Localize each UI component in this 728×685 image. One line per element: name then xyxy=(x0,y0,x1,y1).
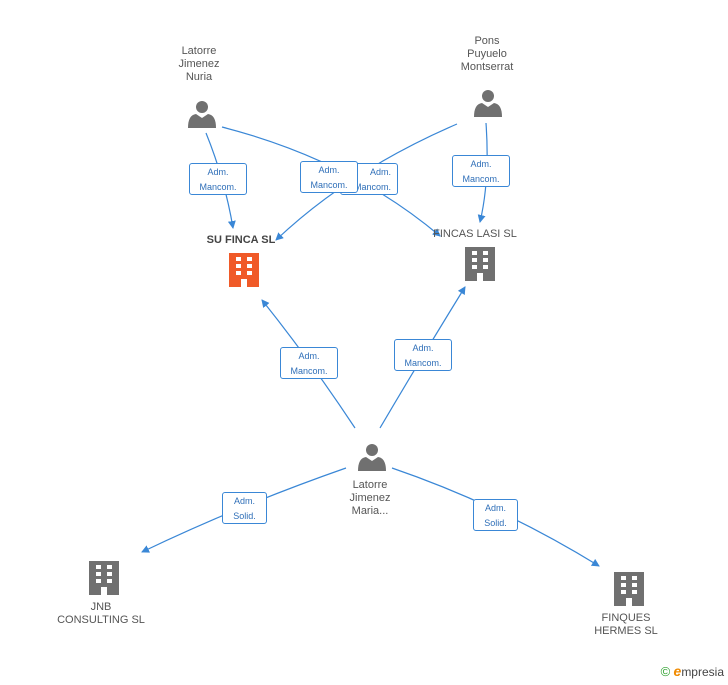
building-icon xyxy=(89,561,119,595)
relation-box[interactable]: Adm. Mancom. xyxy=(452,155,510,187)
company-label-finques[interactable]: FINQUES HERMES SL xyxy=(594,612,658,637)
brand-name: mpresia xyxy=(681,665,724,679)
person-label-maria[interactable]: Latorre Jimenez Maria... xyxy=(349,479,391,517)
relation-box[interactable]: Adm. Solid. xyxy=(473,499,518,531)
person-icon xyxy=(188,101,216,128)
copyright-icon: © xyxy=(660,664,671,679)
person-label-nuria[interactable]: Latorre Jimenez Nuria xyxy=(178,45,220,83)
relation-box[interactable]: Adm. Mancom. xyxy=(394,339,452,371)
person-icon xyxy=(358,444,386,471)
company-label-jnb[interactable]: JNB CONSULTING SL xyxy=(57,601,145,626)
person-icon xyxy=(474,90,502,117)
building-icon xyxy=(229,253,259,287)
relation-box[interactable]: Adm. Mancom. xyxy=(300,161,358,193)
building-icon xyxy=(614,572,644,606)
company-label-fincas-lasi[interactable]: FINCAS LASI SL xyxy=(433,228,517,240)
relation-box[interactable]: Adm. Solid. xyxy=(222,492,267,524)
relation-box[interactable]: Adm. Mancom. xyxy=(280,347,338,379)
building-icon xyxy=(465,247,495,281)
company-label-su-finca[interactable]: SU FINCA SL xyxy=(206,234,276,246)
brand-initial: e xyxy=(673,663,682,679)
person-label-montserrat[interactable]: Pons Puyuelo Montserrat xyxy=(460,35,514,73)
relation-box[interactable]: Adm. Mancom. xyxy=(189,163,247,195)
brand-logo: © empresia xyxy=(661,663,724,679)
